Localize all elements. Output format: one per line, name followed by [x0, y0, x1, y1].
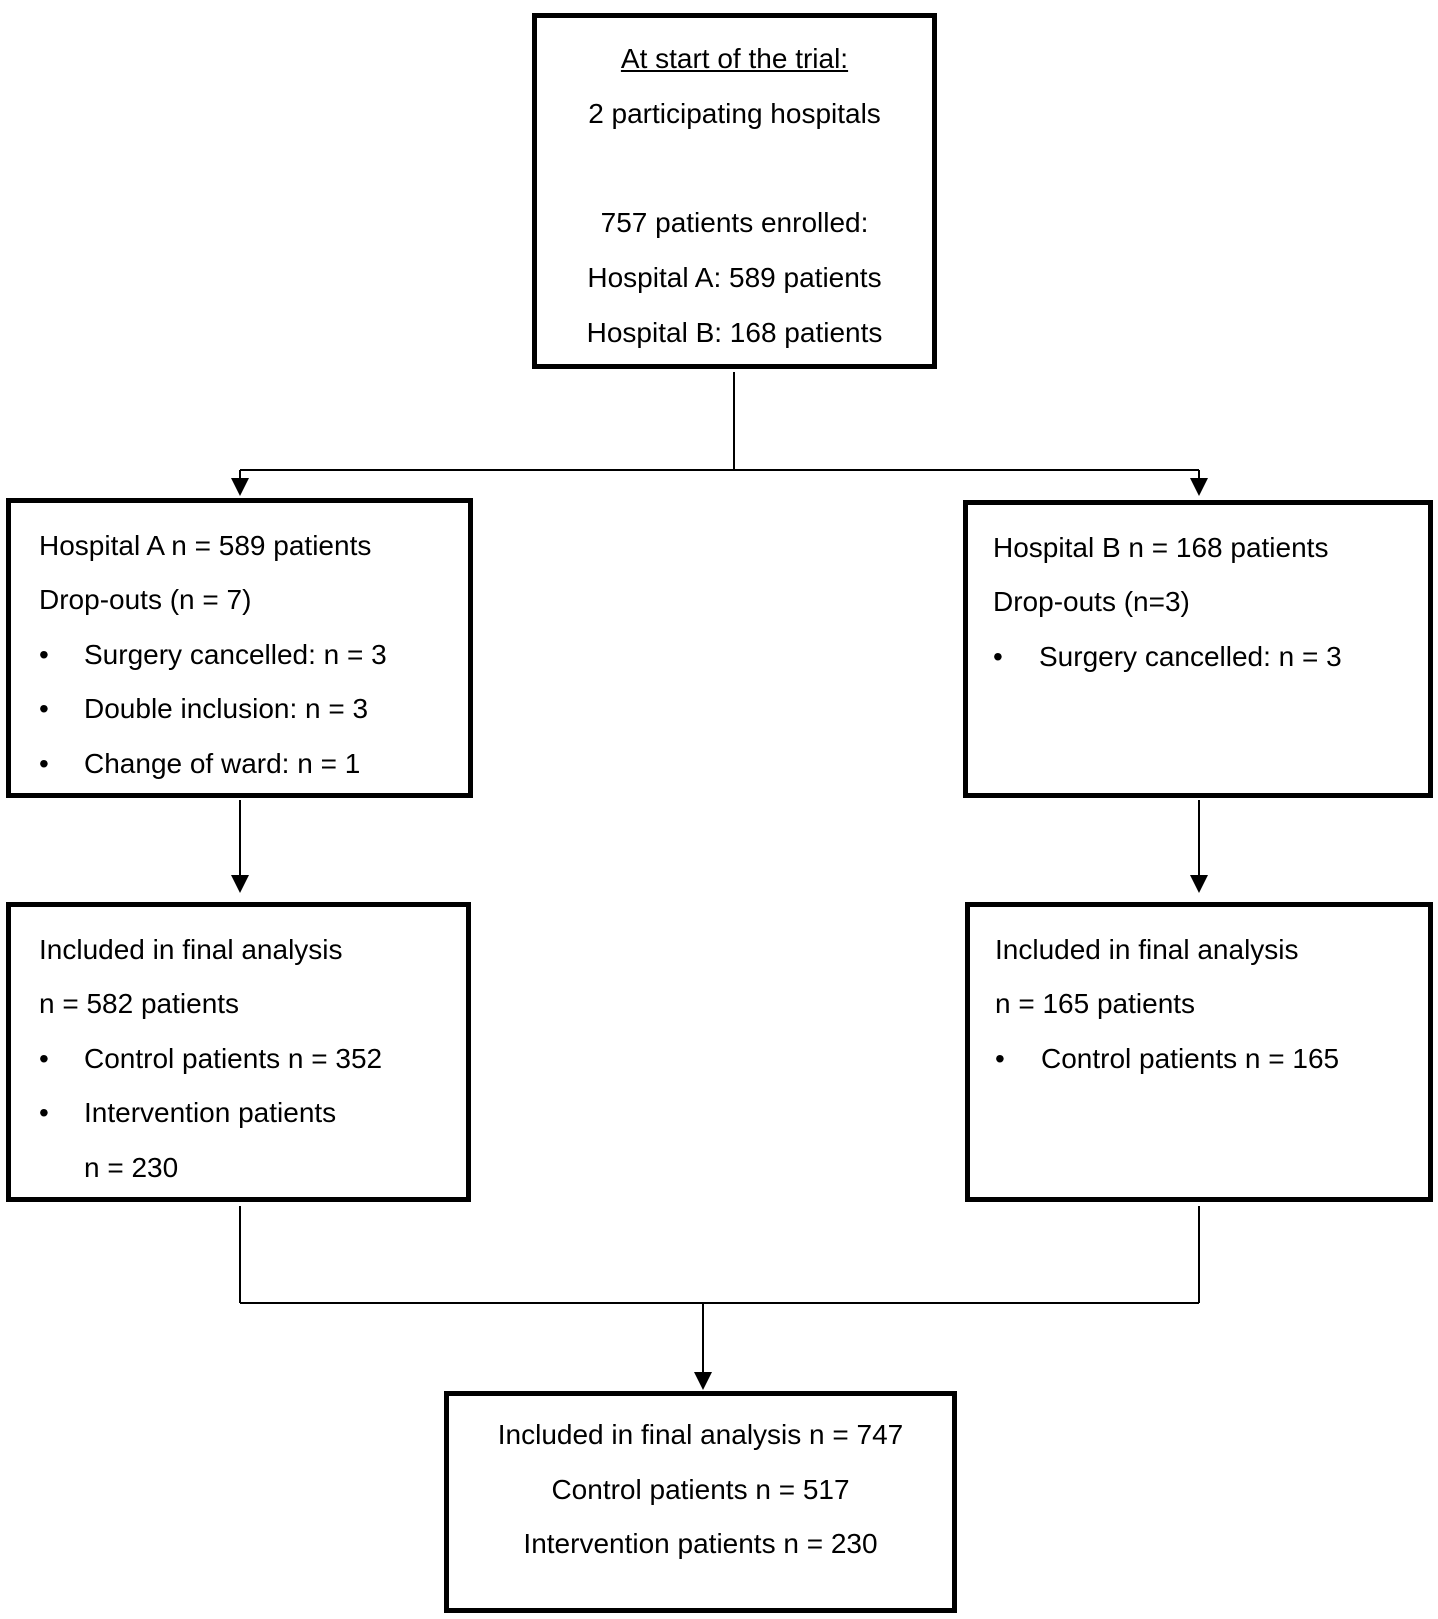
analysis-a-item: Control patients n = 352	[84, 1043, 383, 1074]
hospital-a-dropouts: Drop-outs (n = 7)	[39, 584, 252, 615]
hospital-b-box: Hospital B n = 168 patients Drop-outs (n…	[963, 500, 1433, 798]
hospital-a-item: Surgery cancelled: n = 3	[84, 639, 387, 670]
final-intervention: Intervention patients n = 230	[523, 1528, 878, 1559]
analysis-b-title: Included in final analysis	[995, 934, 1299, 965]
bullet-marker: •	[39, 639, 49, 670]
analysis-a-item: Intervention patients	[84, 1097, 337, 1128]
arrowhead-analysis-b	[1190, 875, 1208, 893]
arrowhead-final	[694, 1372, 712, 1390]
hospital-a-title: Hospital A n = 589 patients	[39, 530, 372, 561]
analysis-a-title: Included in final analysis	[39, 934, 343, 965]
arrowhead-analysis-a	[231, 875, 249, 893]
analysis-a-box: Included in final analysis n = 582 patie…	[6, 902, 471, 1202]
bullet-marker: •	[39, 693, 49, 724]
analysis-b-item: Control patients n = 165	[1041, 1043, 1340, 1074]
start-box: At start of the trial: 2 participating h…	[532, 13, 937, 369]
arrowhead-hospital-b	[1190, 478, 1208, 496]
bullet-marker: •	[993, 641, 1003, 672]
bullet-marker: •	[39, 1043, 49, 1074]
start-hospitals: 2 participating hospitals	[588, 98, 881, 129]
arrowhead-hospital-a	[231, 478, 249, 496]
hospital-a-box: Hospital A n = 589 patients Drop-outs (n…	[6, 498, 473, 798]
final-total: Included in final analysis n = 747	[497, 1419, 904, 1450]
hospital-a-item: Change of ward: n = 1	[84, 748, 361, 779]
start-enrolled: 757 patients enrolled:	[600, 207, 869, 238]
start-heading: At start of the trial:	[620, 43, 849, 74]
bullet-marker: •	[39, 1097, 49, 1128]
bullet-marker: •	[39, 748, 49, 779]
analysis-a-continuation: n = 230	[84, 1152, 179, 1183]
hospital-a-item: Double inclusion: n = 3	[84, 693, 369, 724]
hospital-b-dropouts: Drop-outs (n=3)	[993, 586, 1190, 617]
final-control: Control patients n = 517	[551, 1474, 850, 1505]
analysis-a-count: n = 582 patients	[39, 988, 240, 1019]
start-hospital-b: Hospital B: 168 patients	[586, 317, 883, 348]
analysis-b-box: Included in final analysis n = 165 patie…	[965, 902, 1433, 1202]
start-hospital-a: Hospital A: 589 patients	[587, 262, 882, 293]
bullet-marker: •	[995, 1043, 1005, 1074]
analysis-b-count: n = 165 patients	[995, 988, 1196, 1019]
final-analysis-box: Included in final analysis n = 747 Contr…	[444, 1391, 957, 1613]
hospital-b-title: Hospital B n = 168 patients	[993, 532, 1329, 563]
hospital-b-item: Surgery cancelled: n = 3	[1039, 641, 1342, 672]
